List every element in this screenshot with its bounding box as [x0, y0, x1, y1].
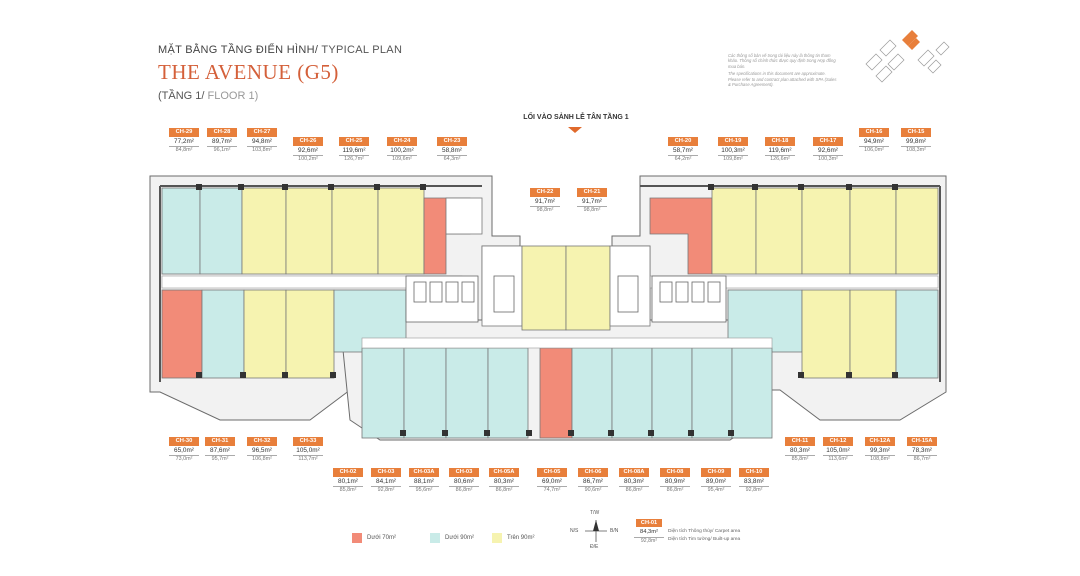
page-subtitle: MẶT BẰNG TẦNG ĐIỂN HÌNH/ TYPICAL PLAN [158, 44, 403, 56]
legend-swatch-teal [430, 533, 440, 543]
legend-swatch-red [352, 533, 362, 543]
compass-east: B/N [610, 528, 619, 534]
floor-label: (TẦNG 1/ FLOOR 1) [158, 90, 259, 102]
legend-over-90: Trên 90m² [492, 533, 534, 543]
page-title: THE AVENUE (G5) [158, 60, 339, 84]
legend-swatch-yellow [492, 533, 502, 543]
key-carpet-desc: Diện tích Thông thủy/ Carpet area [668, 529, 741, 534]
compass-north: T/W [590, 510, 600, 516]
key-unit-code: CH-01 [636, 519, 662, 527]
key-carpet-area: 84,3m² [639, 529, 659, 535]
key-built-desc: Diện tích Tim tường/ Built-up area [668, 537, 741, 542]
compass-south: Đ/E [590, 544, 599, 550]
entrance-label: LỐI VÀO SẢNH LỄ TÂN TẦNG 1 [523, 114, 629, 121]
compass: T/W Đ/E N/S B/N [570, 510, 622, 552]
compass-icon [585, 520, 607, 542]
compass-west: N/S [570, 528, 579, 534]
key-plan-icon [865, 30, 950, 83]
legend-under-90: Dưới 90m² [430, 533, 474, 543]
disclaimer-note: Các thông số bản vẽ trong tài liệu này l… [728, 53, 837, 88]
key-built-area: 92,8m² [634, 537, 664, 544]
legend-under-70: Dưới 70m² [352, 533, 396, 543]
entrance-arrow-icon [568, 127, 582, 133]
